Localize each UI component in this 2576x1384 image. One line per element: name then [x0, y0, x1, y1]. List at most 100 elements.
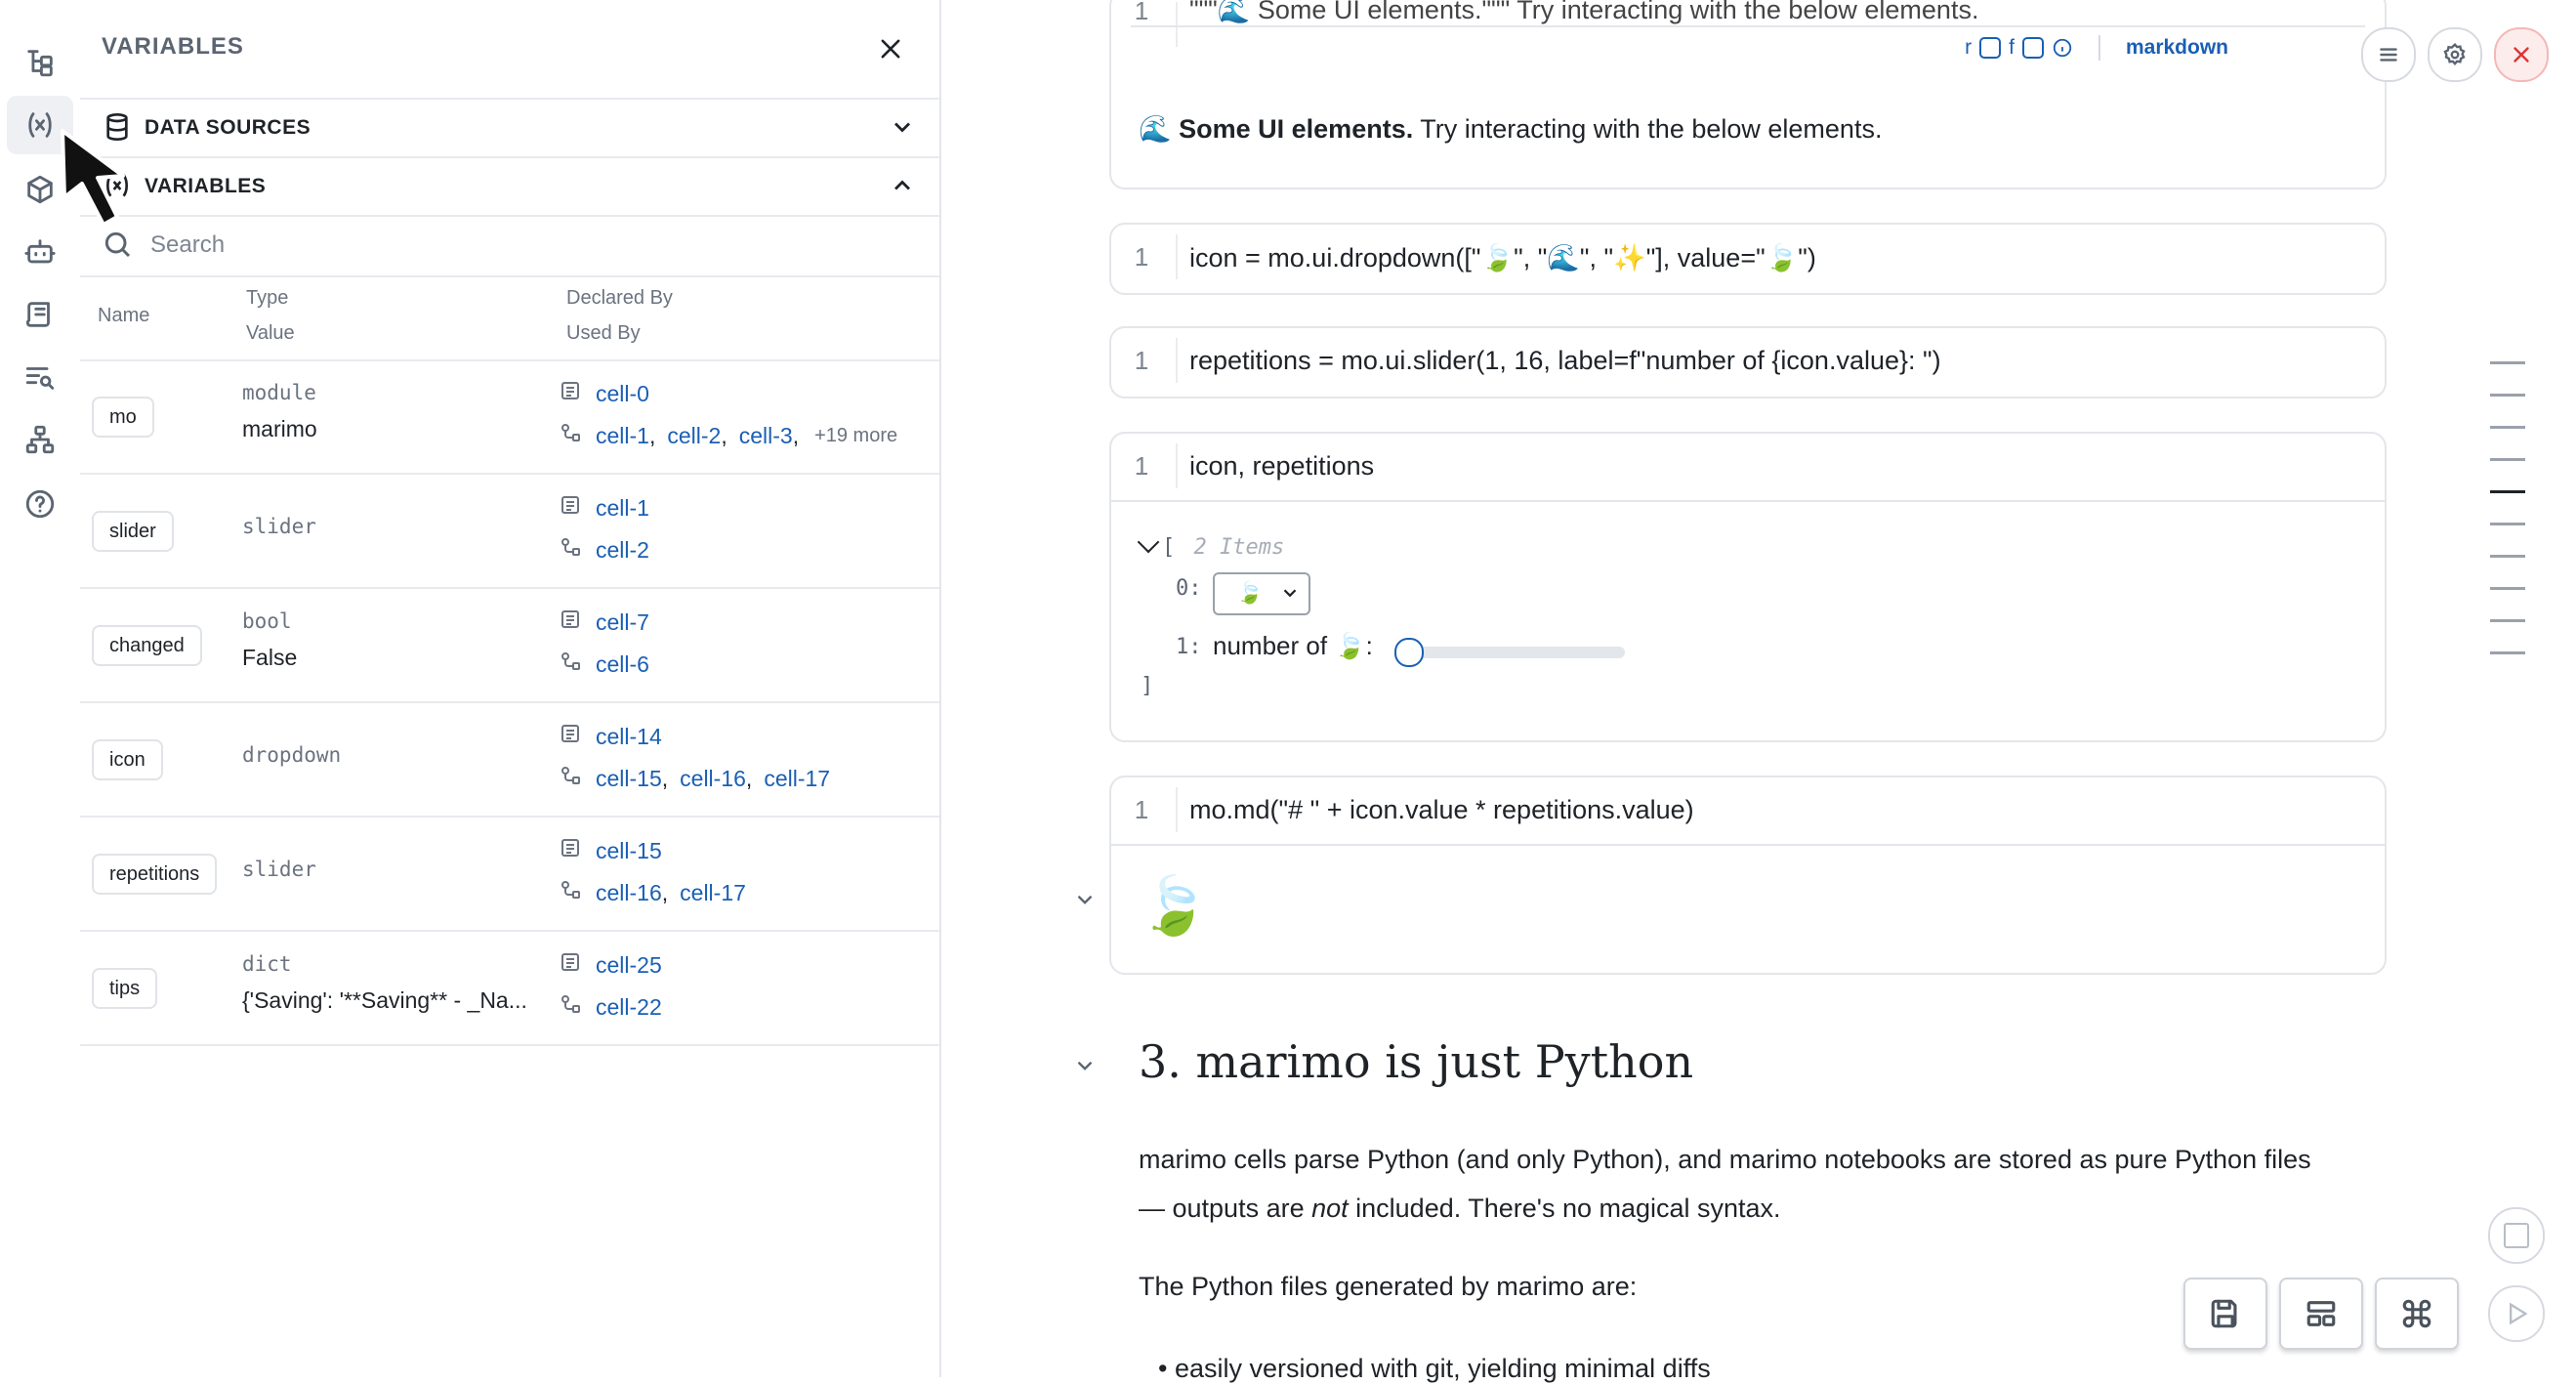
code-line: 1 icon = mo.ui.dropdown(["🍃", "🌊", "✨"],… [1111, 225, 2385, 289]
more-cells[interactable]: +19 more [814, 424, 898, 446]
cell-link[interactable]: cell-7 [596, 608, 649, 635]
outline-tick[interactable] [2490, 361, 2525, 364]
icon-dropdown[interactable]: 🍃 [1213, 572, 1310, 615]
variable-name[interactable]: slider [92, 511, 174, 552]
repetitions-slider[interactable] [1394, 638, 1625, 667]
cell-link[interactable]: cell-25 [596, 951, 662, 978]
code-text[interactable]: icon, repetitions [1189, 451, 1375, 481]
robot-icon[interactable] [7, 223, 73, 281]
cell-link[interactable]: cell-17 [680, 879, 746, 905]
cell-link[interactable]: cell-22 [596, 993, 662, 1020]
close-icon[interactable] [871, 29, 910, 68]
variable-name[interactable]: changed [92, 625, 202, 666]
help-icon[interactable] [7, 475, 73, 533]
header-used-by[interactable]: Used By [566, 322, 641, 344]
search-input[interactable] [148, 225, 894, 266]
code-cell[interactable]: 1 mo.md("# " + icon.value * repetitions.… [1109, 776, 2387, 975]
variable-name[interactable]: tips [92, 968, 158, 1009]
square-icon[interactable] [1979, 37, 2002, 59]
outline-tick-active[interactable] [2490, 490, 2525, 493]
declared-by: cell-15 [559, 836, 662, 865]
variables-section[interactable]: VARIABLES [80, 156, 939, 217]
command-palette-button[interactable] [2375, 1278, 2459, 1350]
outline-tick[interactable] [2490, 555, 2525, 558]
panel-title: VARIABLES [102, 33, 244, 60]
cell-link[interactable]: cell-1 [596, 422, 649, 448]
menu-button[interactable] [2361, 27, 2416, 82]
run-button[interactable] [2488, 1285, 2545, 1342]
layout-icon [2306, 1301, 2336, 1326]
toolbar-r[interactable]: r [1965, 36, 1973, 59]
chevron-down-icon[interactable] [889, 113, 916, 141]
stop-button[interactable] [2488, 1207, 2545, 1264]
code-line: 1 repetitions = mo.ui.slider(1, 16, labe… [1111, 328, 2385, 393]
code-text[interactable]: mo.md("# " + icon.value * repetitions.va… [1189, 795, 1694, 824]
shutdown-button[interactable] [2494, 27, 2549, 82]
square-icon[interactable] [2021, 37, 2044, 59]
outline-tick[interactable] [2490, 651, 2525, 654]
header-name[interactable]: Name [98, 305, 150, 326]
search-list-icon[interactable] [7, 348, 73, 406]
variable-value: False [242, 645, 298, 670]
toolbar-f[interactable]: f [2009, 36, 2015, 59]
variable-name[interactable]: repetitions [92, 854, 218, 895]
header-declared-by[interactable]: Declared By [566, 287, 673, 309]
code-cell[interactable]: 1 icon, repetitions [ 2 Items 0: 🍃 1: nu… [1109, 432, 2387, 742]
chevron-down-icon[interactable] [1137, 530, 1160, 554]
logs-icon[interactable] [7, 285, 73, 344]
used-by: cell-22 [559, 992, 662, 1022]
cell-link[interactable]: cell-6 [596, 650, 649, 677]
cell-link[interactable]: cell-0 [596, 380, 649, 406]
collapse-output-button[interactable] [1072, 887, 1098, 912]
outline-tick[interactable] [2490, 523, 2525, 525]
cell-link[interactable]: cell-17 [764, 765, 831, 791]
cell-link[interactable]: cell-2 [596, 536, 649, 563]
command-icon [2402, 1299, 2431, 1328]
language-label[interactable]: markdown [2125, 36, 2228, 59]
file-tree-icon[interactable] [7, 33, 73, 92]
cell-link[interactable]: cell-3 [738, 422, 793, 448]
markdown-cell[interactable]: 1 """🌊 Some UI elements.""" Try interact… [1109, 0, 2387, 189]
settings-button[interactable] [2428, 27, 2482, 82]
package-icon[interactable] [7, 160, 73, 219]
cell-link[interactable]: cell-15 [596, 765, 662, 791]
chevron-up-icon[interactable] [889, 172, 916, 199]
slider-thumb[interactable] [1394, 638, 1424, 667]
cell-link[interactable]: cell-14 [596, 723, 662, 749]
variable-name[interactable]: mo [92, 397, 154, 438]
code-cell[interactable]: 1 repetitions = mo.ui.slider(1, 16, labe… [1109, 326, 2387, 398]
sidebar-rail [0, 0, 82, 1377]
used-by: cell-2 [559, 535, 649, 565]
header-type[interactable]: Type [246, 287, 289, 309]
header-value[interactable]: Value [246, 322, 295, 344]
info-icon[interactable] [2052, 37, 2073, 59]
cell-link[interactable]: cell-16 [596, 879, 662, 905]
outline-minimap[interactable] [2490, 361, 2529, 684]
cell-link[interactable]: cell-15 [596, 837, 662, 863]
layout-button[interactable] [2279, 1278, 2363, 1350]
collapse-section-button[interactable] [1072, 1053, 1098, 1078]
outline-tick[interactable] [2490, 587, 2525, 590]
cell-link[interactable]: cell-16 [680, 765, 746, 791]
outline-tick[interactable] [2490, 394, 2525, 397]
variable-name[interactable]: icon [92, 739, 163, 780]
data-sources-section[interactable]: DATA SOURCES [80, 98, 939, 158]
item-count: 2 Items [1193, 535, 1285, 560]
outline-tick[interactable] [2490, 426, 2525, 429]
outline-tick[interactable] [2490, 619, 2525, 622]
code-text[interactable]: repetitions = mo.ui.slider(1, 16, label=… [1189, 346, 1941, 375]
save-button[interactable] [2183, 1278, 2267, 1350]
dependency-graph-icon[interactable] [7, 410, 73, 469]
cell-link[interactable]: cell-1 [596, 494, 649, 521]
code-text[interactable]: icon = mo.ui.dropdown(["🍃", "🌊", "✨"], v… [1189, 243, 1816, 273]
code-cell[interactable]: 1 icon = mo.ui.dropdown(["🍃", "🌊", "✨"],… [1109, 223, 2387, 295]
outline-tick[interactable] [2490, 458, 2525, 461]
cell-link[interactable]: cell-2 [667, 422, 722, 448]
line-number: 1 [1134, 242, 1149, 272]
